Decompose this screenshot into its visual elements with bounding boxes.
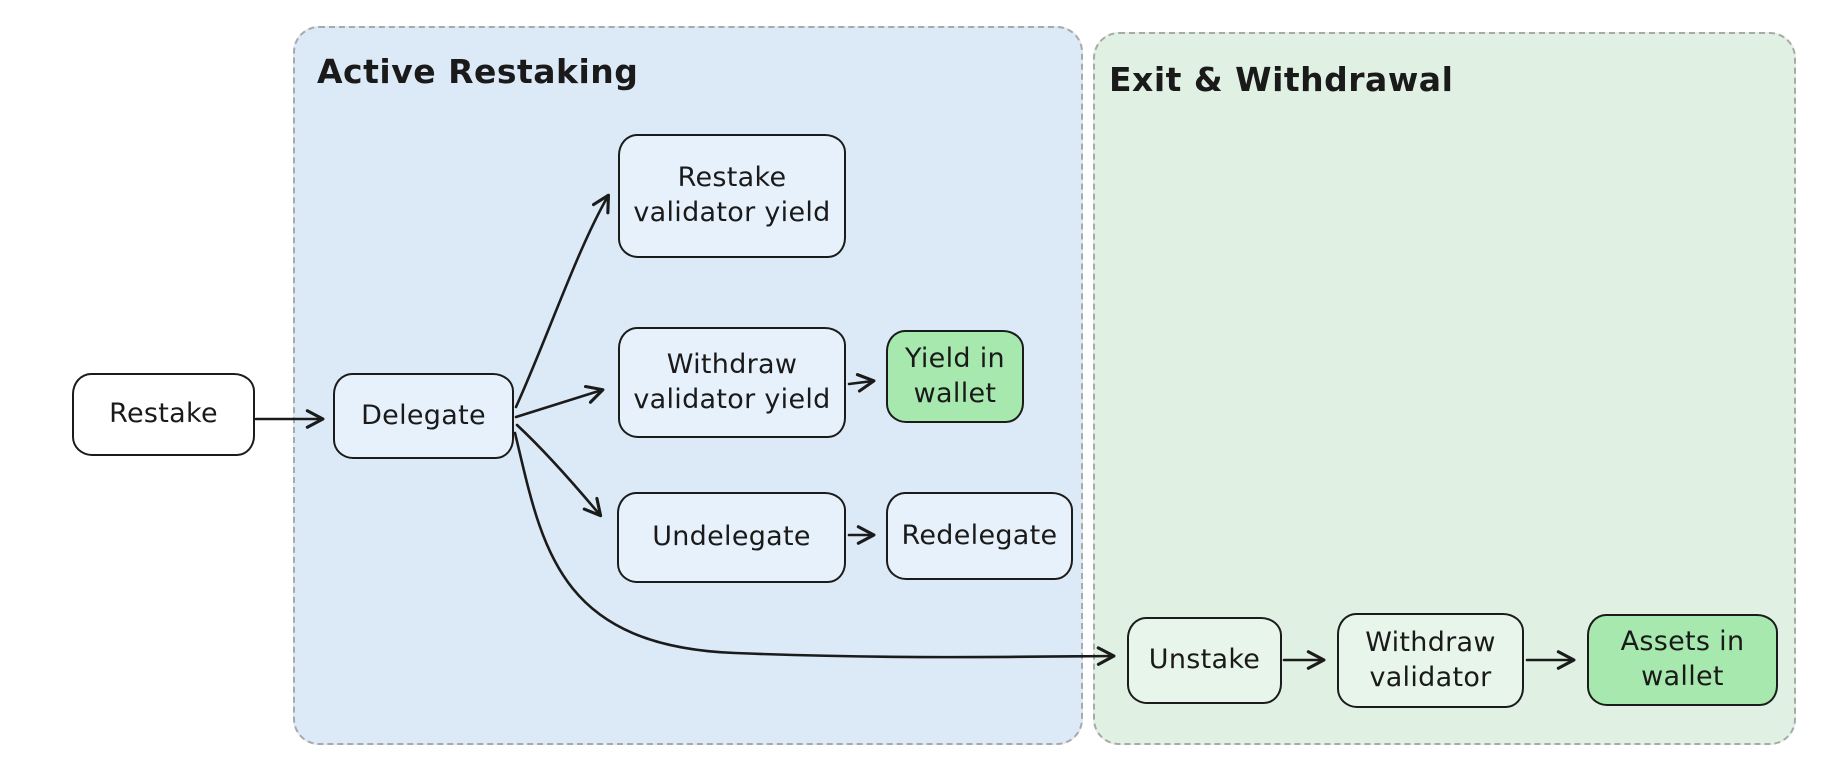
node-yield-in-wallet: Yield in wallet — [886, 330, 1024, 423]
node-withdraw-validator-label: Withdraw validator — [1365, 626, 1496, 693]
node-restake-validator-yield-label: Restake validator yield — [633, 162, 831, 228]
node-unstake: Unstake — [1127, 617, 1282, 704]
node-undelegate-label: Undelegate — [652, 521, 811, 553]
node-withdraw-validator-yield: Withdraw validator yield — [618, 327, 846, 438]
node-assets-in-wallet: Assets in wallet — [1587, 614, 1778, 706]
node-withdraw-validator: Withdraw validator — [1337, 613, 1524, 708]
node-restake-label: Restake — [109, 398, 218, 430]
node-yield-in-wallet-label: Yield in wallet — [905, 342, 1005, 409]
node-redelegate: Redelegate — [886, 492, 1073, 580]
node-assets-in-wallet-label: Assets in wallet — [1620, 626, 1745, 692]
node-delegate-label: Delegate — [361, 399, 486, 431]
group-exit-withdrawal-label: Exit & Withdrawal — [1109, 60, 1454, 99]
node-restake-validator-yield: Restake validator yield — [618, 134, 846, 258]
node-delegate: Delegate — [333, 373, 514, 459]
node-withdraw-validator-yield-label: Withdraw validator yield — [633, 348, 831, 415]
node-undelegate: Undelegate — [617, 492, 846, 583]
node-redelegate-label: Redelegate — [901, 519, 1058, 551]
node-restake: Restake — [72, 373, 255, 456]
group-active-restaking-label: Active Restaking — [317, 52, 639, 91]
node-unstake-label: Unstake — [1148, 644, 1261, 676]
